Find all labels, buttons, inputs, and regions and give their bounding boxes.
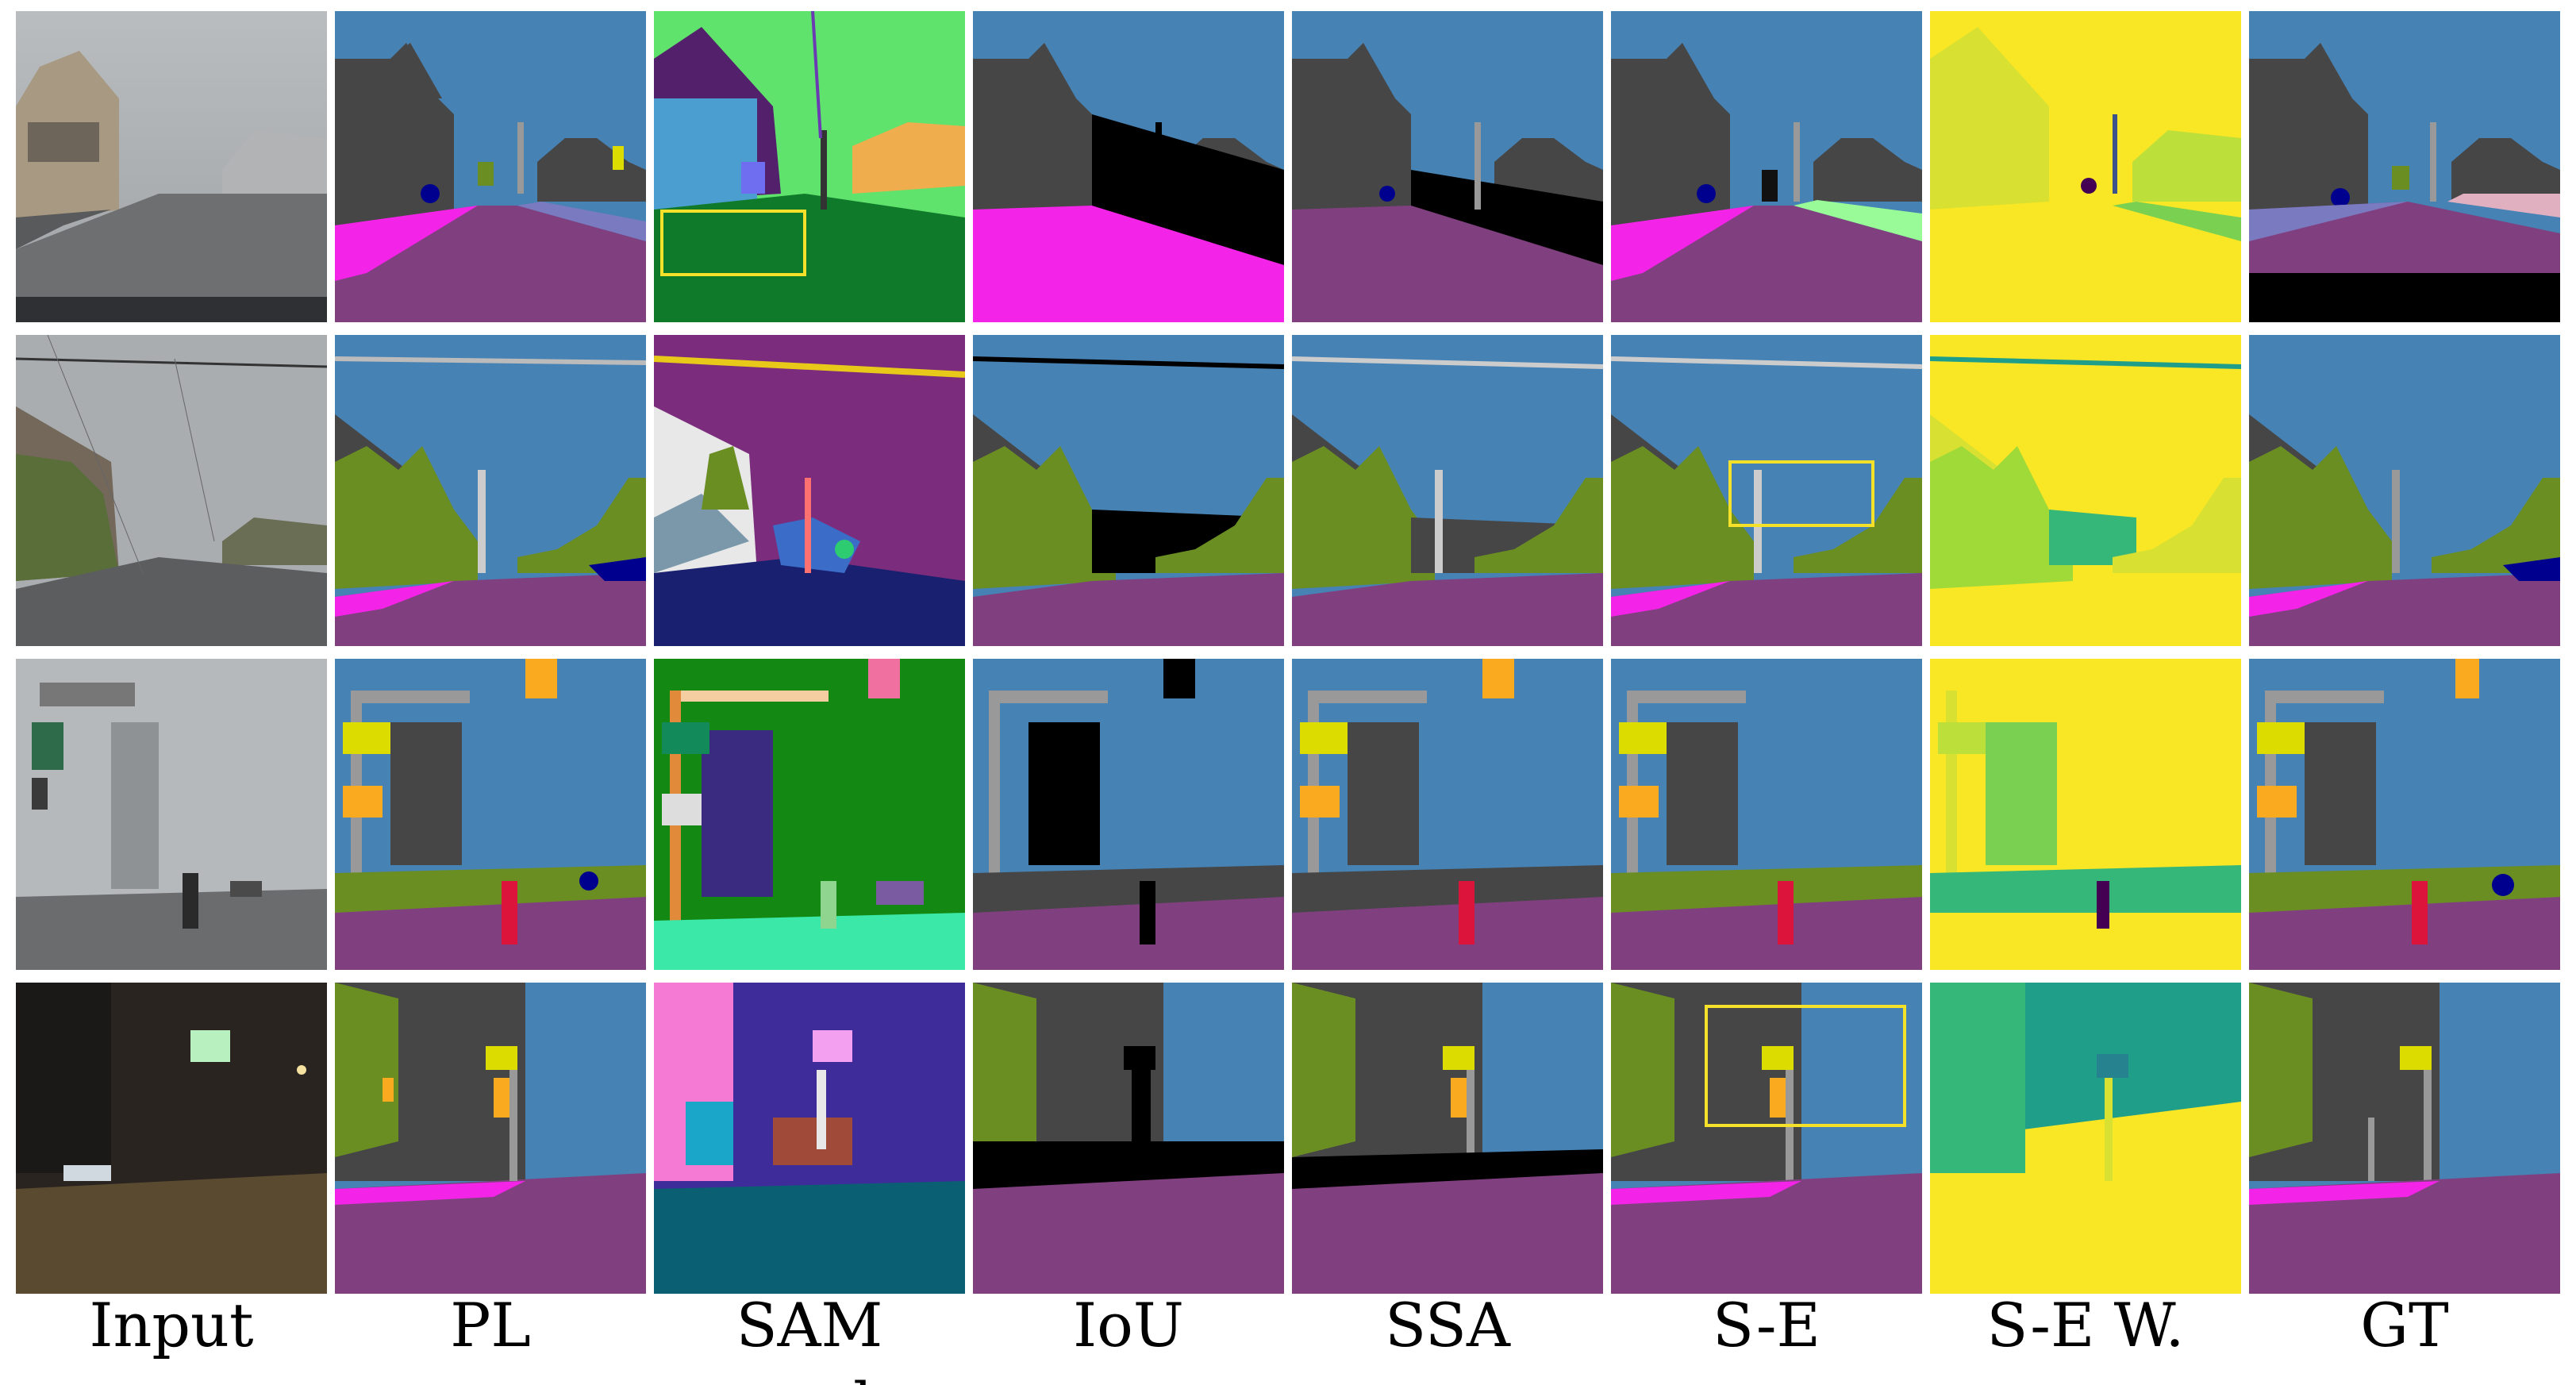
row4-sam-mask <box>654 983 965 1294</box>
row3-s-e <box>1611 659 1922 970</box>
row1-ssa <box>1292 11 1603 322</box>
row2-s-e <box>1611 335 1922 646</box>
row3-ssa <box>1292 659 1603 970</box>
row3-s-e-w <box>1930 659 2241 970</box>
row4-gt <box>2249 983 2560 1294</box>
column-label-ssa: SSA <box>1385 1290 1510 1360</box>
row2-s-e-w <box>1930 335 2241 646</box>
column-label-iou: IoU <box>1073 1290 1184 1360</box>
row4-s-e-w <box>1930 983 2241 1294</box>
row3-input <box>16 659 327 970</box>
row1-s-e <box>1611 11 1922 322</box>
row2-input <box>16 335 327 646</box>
row3-gt <box>2249 659 2560 970</box>
column-labels: Input PL SAM mask IoU SSA S-E S-E W. GT <box>16 1286 2560 1385</box>
row3-pl <box>335 659 646 970</box>
row1-input <box>16 11 327 322</box>
row4-iou <box>973 983 1284 1294</box>
row4-s-e <box>1611 983 1922 1294</box>
row2-iou <box>973 335 1284 646</box>
row2-ssa <box>1292 335 1603 646</box>
column-label-gt: GT <box>2360 1290 2449 1360</box>
column-label-s-e-w: S-E W. <box>1986 1290 2185 1360</box>
row2-gt <box>2249 335 2560 646</box>
column-label-input: Input <box>89 1290 254 1360</box>
row1-pl <box>335 11 646 322</box>
column-label-pl: PL <box>450 1290 531 1360</box>
row3-iou <box>973 659 1284 970</box>
row1-iou <box>973 11 1284 322</box>
column-label-sam-mask: SAM mask <box>729 1290 890 1385</box>
row2-sam-mask <box>654 335 965 646</box>
row1-sam-mask <box>654 11 965 322</box>
image-grid <box>16 11 2560 1294</box>
row3-sam-mask <box>654 659 965 970</box>
row1-gt <box>2249 11 2560 322</box>
row4-ssa <box>1292 983 1603 1294</box>
row4-input <box>16 983 327 1294</box>
row4-pl <box>335 983 646 1294</box>
row1-s-e-w <box>1930 11 2241 322</box>
row2-pl <box>335 335 646 646</box>
column-label-s-e: S-E <box>1712 1290 1821 1360</box>
